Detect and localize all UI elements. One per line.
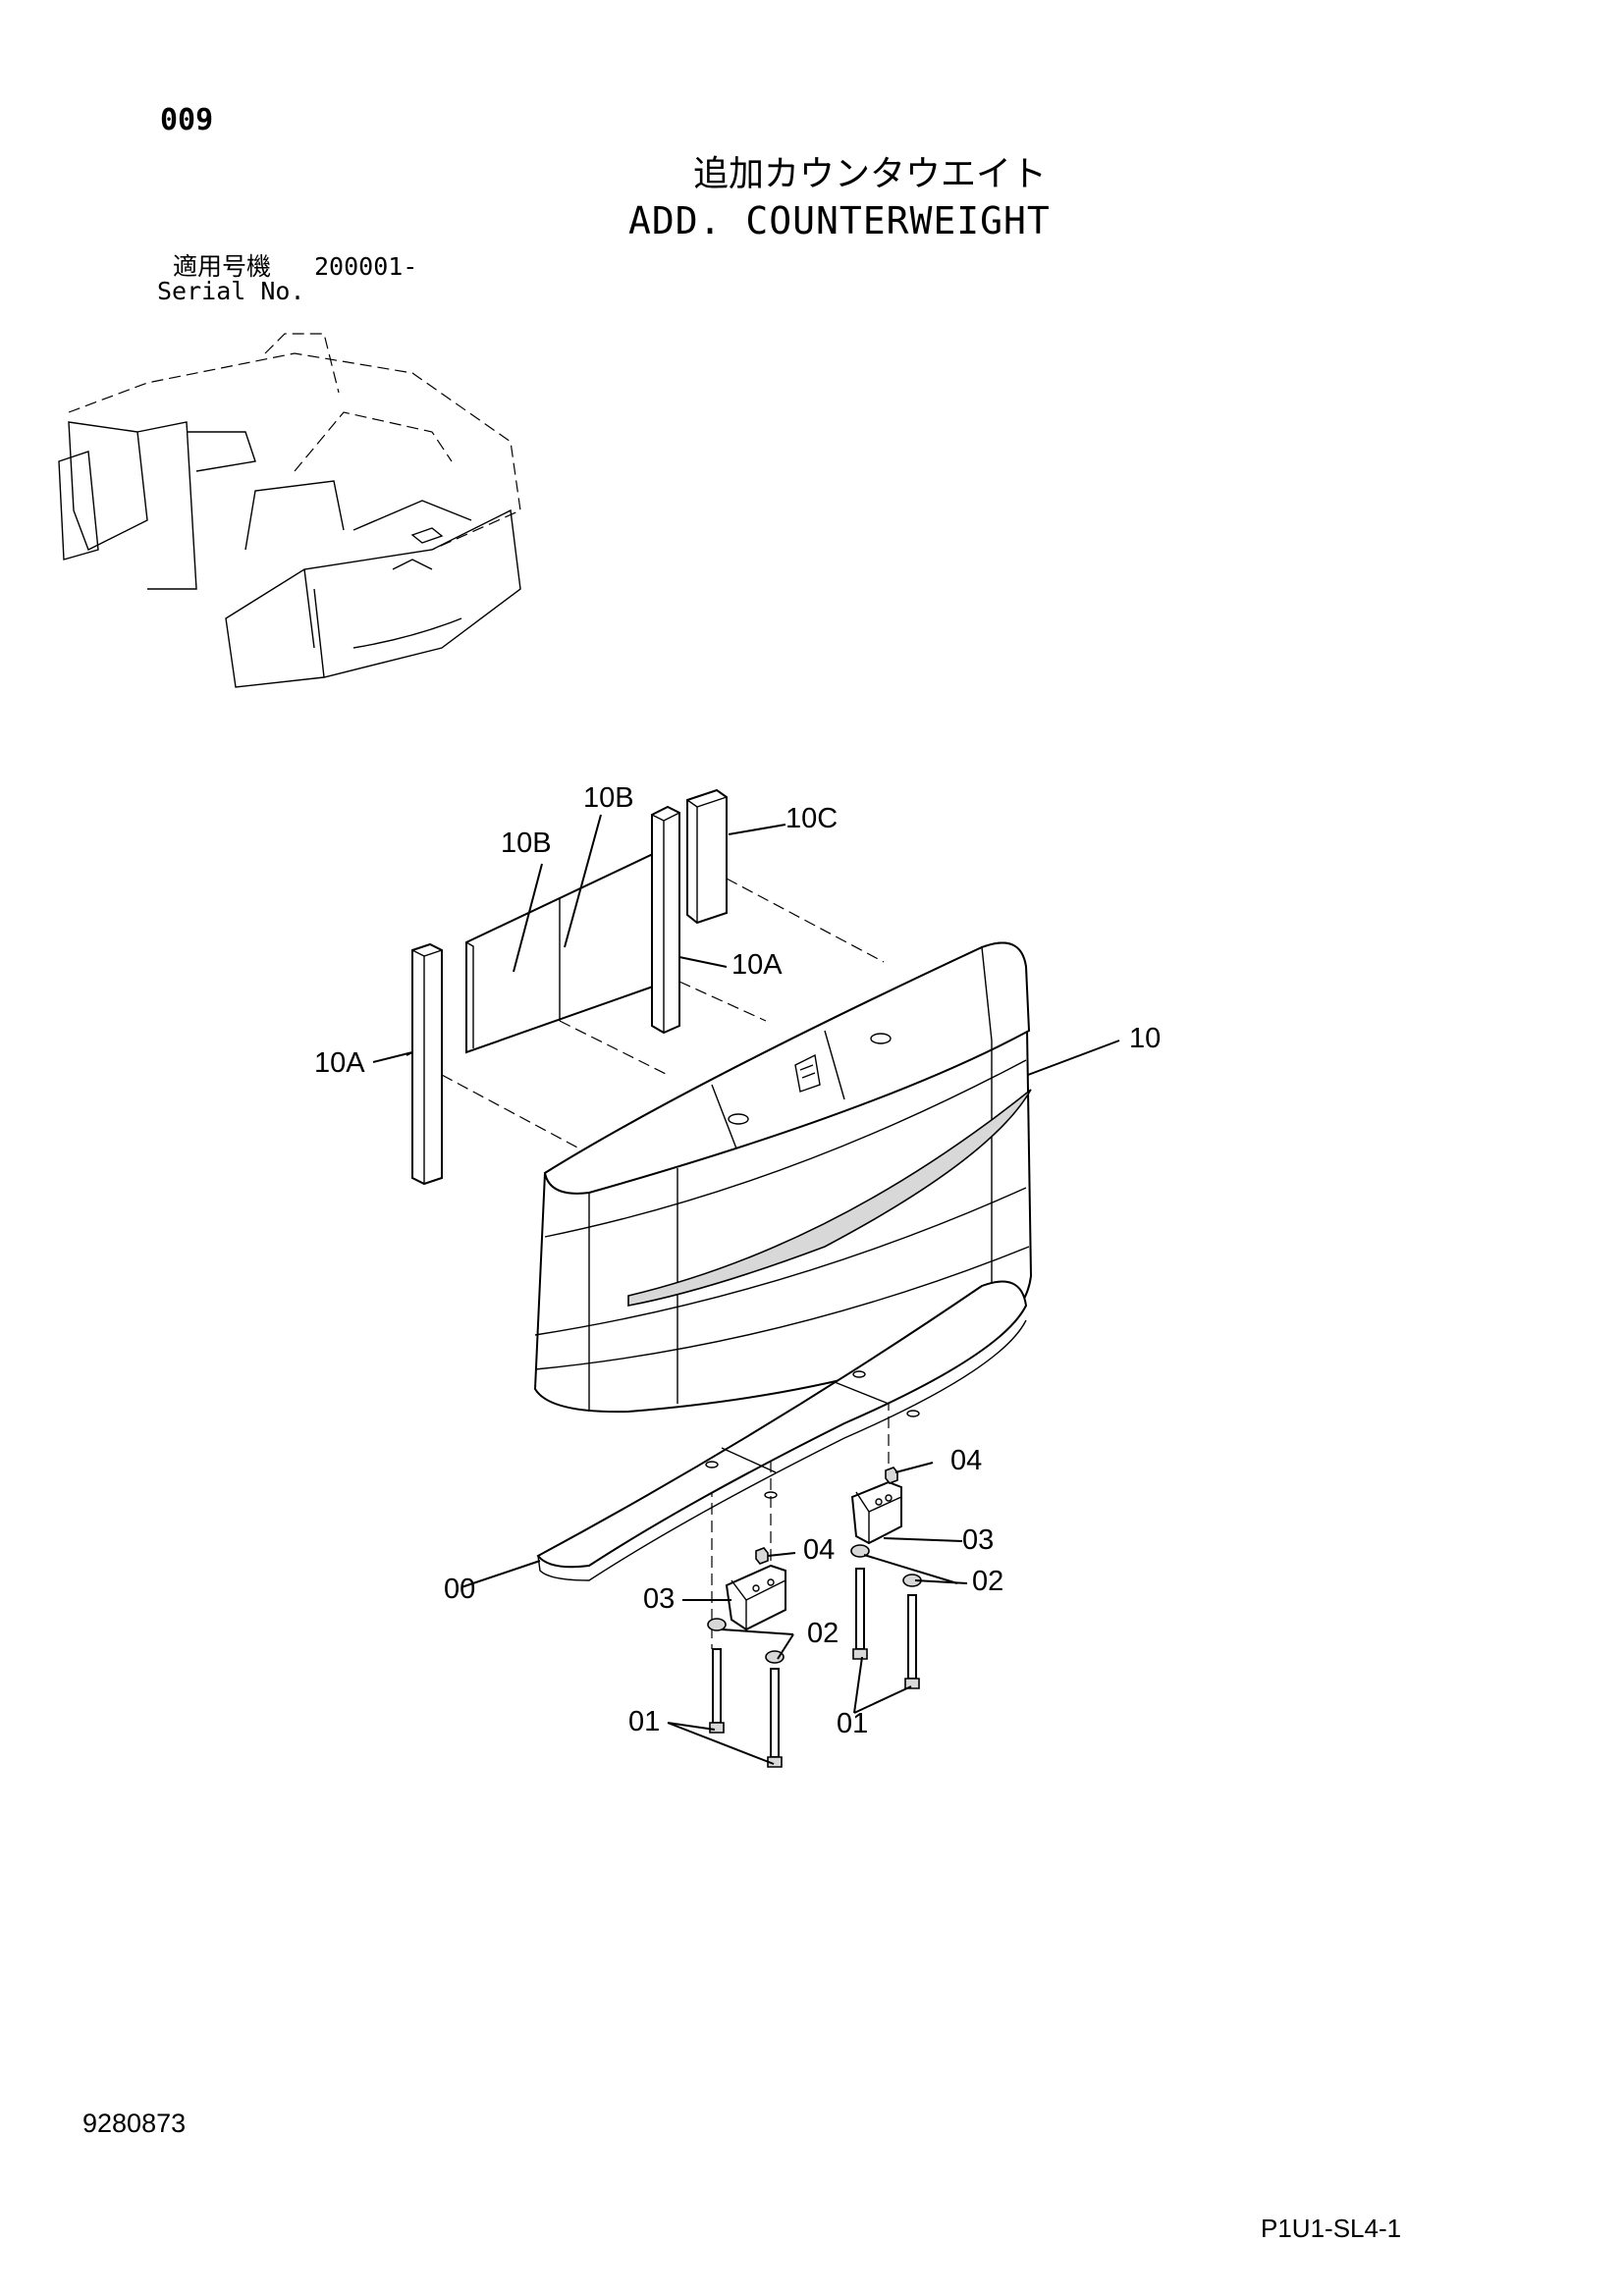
sheet-code: P1U1-SL4-1 — [1261, 2214, 1402, 2243]
filler-plates — [411, 788, 728, 1186]
machine-thumbnail — [58, 333, 521, 688]
page-number: 009 — [160, 103, 214, 137]
callout-01-right: 01 — [837, 1708, 868, 1739]
callout-10C: 10C — [785, 803, 838, 834]
nuts-04 — [755, 1467, 898, 1565]
callout-10: 10 — [1129, 1023, 1161, 1054]
callout-01-left: 01 — [628, 1706, 660, 1737]
callout-10B-top: 10B — [583, 782, 634, 814]
callout-00: 00 — [444, 1574, 475, 1605]
serial-range: 200001- — [314, 252, 418, 281]
part-10A-right-bar — [651, 805, 680, 1035]
callout-10A-left: 10A — [314, 1047, 365, 1079]
serial-label-english: Serial No. — [157, 277, 305, 305]
bolts-01 — [709, 1568, 920, 1768]
title-english: ADD. COUNTERWEIGHT — [628, 199, 1051, 242]
part-10A-left-bar — [411, 942, 443, 1186]
base-plate-00 — [536, 1280, 1028, 1581]
callout-03-right: 03 — [962, 1524, 994, 1556]
callout-02-left: 02 — [807, 1618, 839, 1649]
callout-02-right: 02 — [972, 1566, 1003, 1597]
washers-02 — [707, 1544, 922, 1664]
part-10C-block — [686, 788, 728, 925]
drawing-number: 9280873 — [82, 2109, 187, 2138]
brackets-03 — [725, 1480, 902, 1631]
serial-label-japanese: 適用号機 — [173, 252, 272, 281]
callout-04-left: 04 — [803, 1534, 835, 1566]
callout-10A-right: 10A — [731, 949, 783, 981]
counterweight-10 — [533, 941, 1033, 1414]
callout-10B-left: 10B — [501, 828, 552, 859]
callout-04-right: 04 — [950, 1445, 982, 1476]
title-japanese: 追加カウンタウエイト — [693, 154, 1048, 194]
callout-03-left: 03 — [643, 1583, 675, 1615]
